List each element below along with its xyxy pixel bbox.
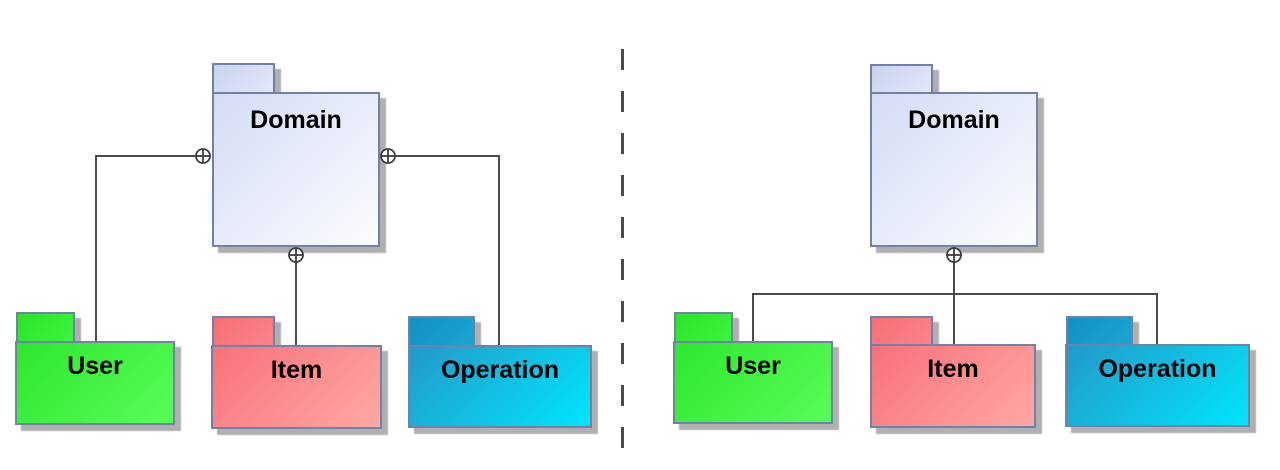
connector-domain-item-vertical <box>295 260 297 347</box>
dashed-divider-line <box>621 49 624 458</box>
package-tab <box>870 64 933 94</box>
package-label: Operation <box>440 356 560 384</box>
containment-plus-icon <box>195 148 211 164</box>
package-tab <box>674 312 733 343</box>
connector-branch-horizontal <box>752 293 1158 295</box>
package-label: User <box>67 352 123 380</box>
package-label: User <box>725 352 781 380</box>
package-body: User <box>15 341 175 425</box>
package-label: Item <box>927 355 979 383</box>
package-label: Domain <box>250 106 342 134</box>
package-body: Item <box>870 344 1036 428</box>
package-label: Operation <box>1098 355 1217 383</box>
package-body: Item <box>211 345 382 429</box>
connector-domain-trunk-vertical <box>953 260 955 346</box>
package-label: Item <box>270 356 323 384</box>
package-tab <box>408 316 475 347</box>
connector-domain-operation-horizontal <box>395 155 500 157</box>
package-tab <box>1066 316 1133 346</box>
containment-plus-icon <box>288 247 304 263</box>
containment-plus-icon <box>380 148 396 164</box>
connector-domain-operation-vertical <box>498 155 500 347</box>
connector-domain-user-vertical <box>95 155 97 343</box>
package-tab <box>212 316 275 347</box>
containment-plus-icon <box>946 247 962 263</box>
package-body: Domain <box>212 92 380 247</box>
package-tab <box>870 316 933 346</box>
package-body: Domain <box>870 92 1038 247</box>
package-label: Domain <box>908 106 1000 134</box>
package-tab <box>16 312 75 343</box>
package-body: User <box>673 341 833 424</box>
connector-domain-user-horizontal <box>95 155 197 157</box>
connector-branch-user-vertical <box>752 293 754 342</box>
package-body: Operation <box>1065 344 1250 427</box>
package-body: Operation <box>408 345 592 428</box>
package-tab <box>212 63 275 94</box>
connector-branch-operation-vertical <box>1156 293 1158 346</box>
